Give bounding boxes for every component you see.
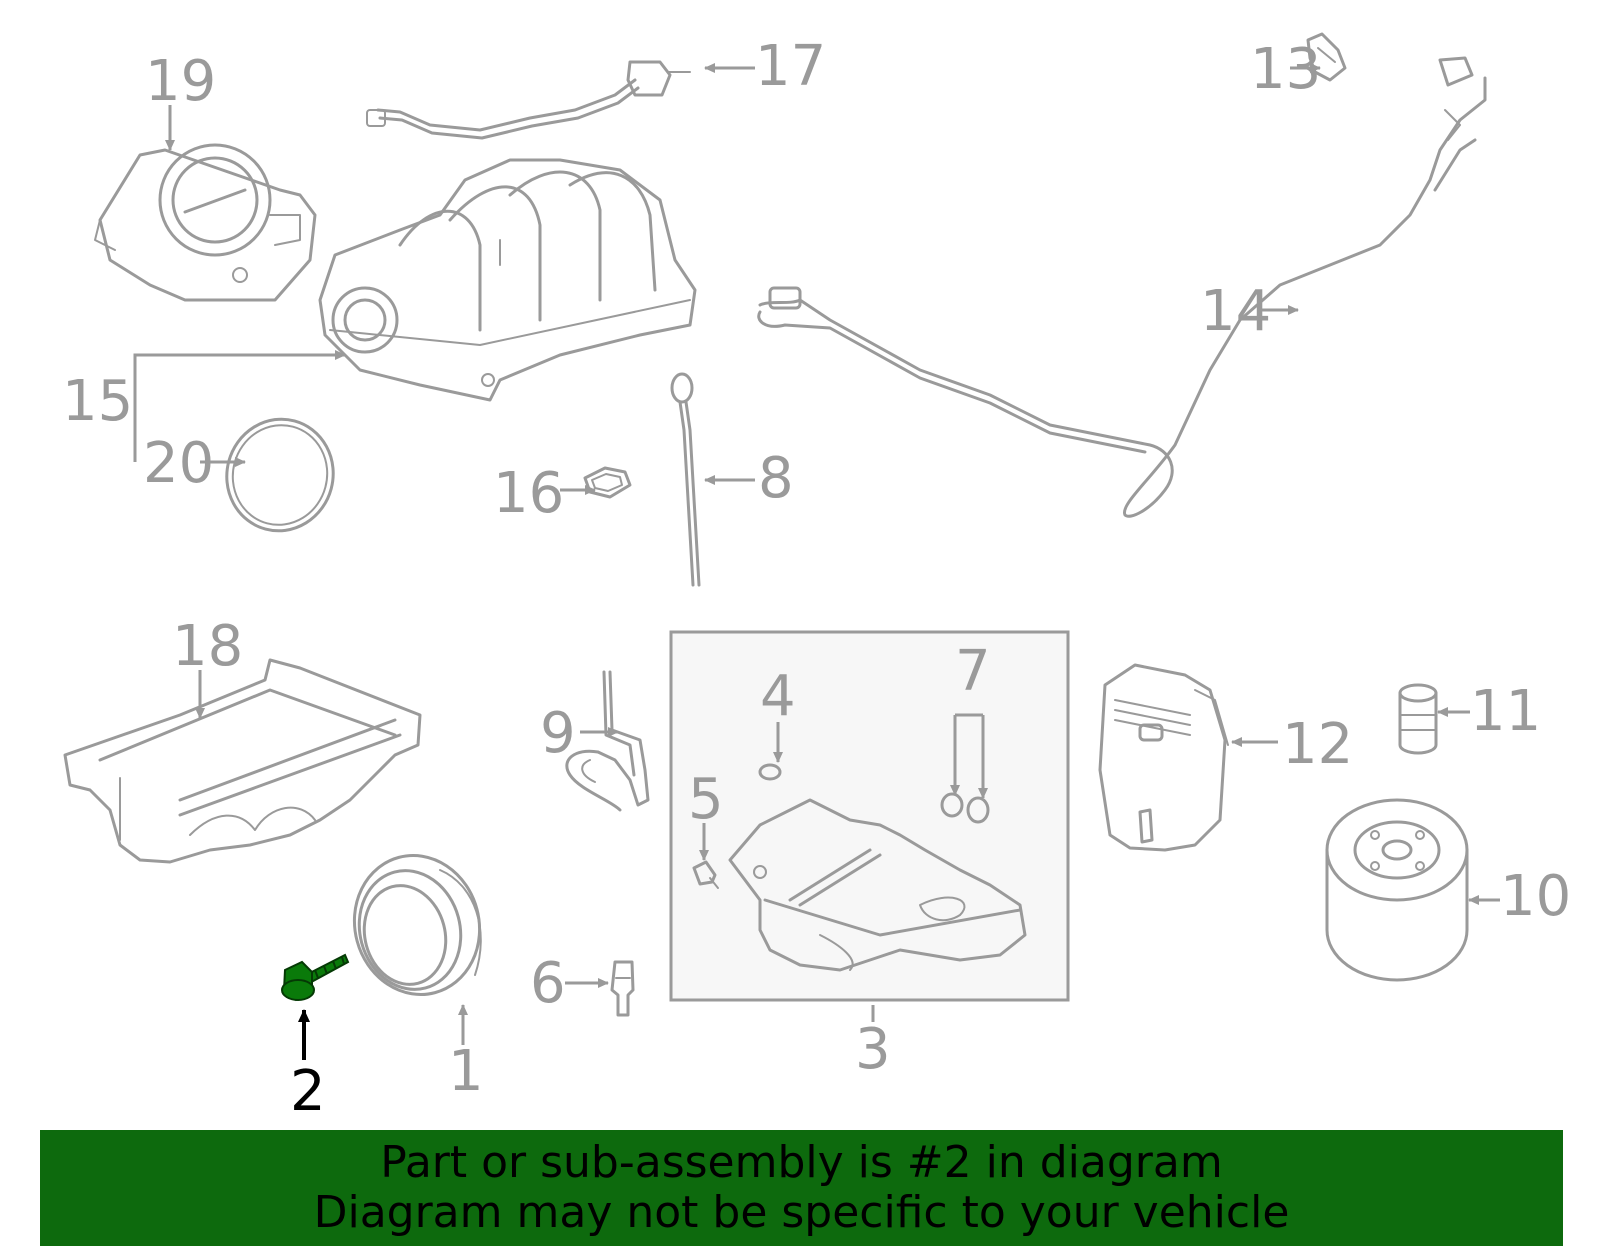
oil-pan-assembly-box <box>669 630 1070 1002</box>
drain-plug-part <box>692 860 719 889</box>
bolt-part-highlighted <box>281 953 350 1002</box>
o-ring-gasket-part <box>225 417 335 533</box>
upper-oil-pan-part <box>63 658 422 864</box>
small-gasket-part <box>583 466 632 499</box>
dipstick-part <box>670 372 701 587</box>
callout-19[interactable]: 19 <box>145 49 216 114</box>
callout-17[interactable]: 17 <box>755 34 826 99</box>
callout-11[interactable]: 11 <box>1470 679 1541 744</box>
pressure-sensor-part <box>1306 32 1347 82</box>
callout-6[interactable]: 6 <box>530 951 566 1016</box>
banner-line-2: Diagram may not be specific to your vehi… <box>313 1187 1290 1238</box>
callout-20[interactable]: 20 <box>143 431 214 496</box>
oil-tube-part <box>565 670 650 812</box>
banner-line-1: Part or sub-assembly is #2 in diagram <box>380 1137 1223 1188</box>
callout-13[interactable]: 13 <box>1250 37 1321 102</box>
callout-9[interactable]: 9 <box>540 701 576 766</box>
leader-lines <box>133 63 1500 1060</box>
callout-14[interactable]: 14 <box>1200 279 1271 344</box>
callout-15[interactable]: 15 <box>62 369 133 434</box>
callout-18[interactable]: 18 <box>172 614 243 679</box>
callout-7[interactable]: 7 <box>955 639 991 704</box>
throttle-body-part <box>94 143 317 302</box>
oil-pan-part <box>728 798 1027 972</box>
callout-2-selected[interactable]: 2 <box>290 1059 326 1124</box>
oil-cooler-part <box>1098 663 1229 852</box>
info-banner: Part or sub-assembly is #2 in diagram Di… <box>40 1130 1563 1246</box>
washer-part <box>758 763 782 781</box>
wiring-harness-part <box>757 56 1487 518</box>
callout-1[interactable]: 1 <box>448 1039 484 1104</box>
intake-manifold-part <box>318 158 697 402</box>
callout-3[interactable]: 3 <box>855 1017 891 1082</box>
sensor-harness-part <box>366 60 691 140</box>
callout-4[interactable]: 4 <box>760 664 796 729</box>
filter-adapter-part <box>1398 683 1438 755</box>
crankshaft-pulley-part <box>352 854 482 996</box>
oil-level-sensor-part <box>610 960 635 1017</box>
callout-8[interactable]: 8 <box>758 446 794 511</box>
callout-12[interactable]: 12 <box>1282 712 1353 777</box>
oil-filter-part <box>1325 798 1469 982</box>
callout-5[interactable]: 5 <box>688 767 724 832</box>
callout-10[interactable]: 10 <box>1500 864 1571 929</box>
callout-16[interactable]: 16 <box>493 461 564 526</box>
